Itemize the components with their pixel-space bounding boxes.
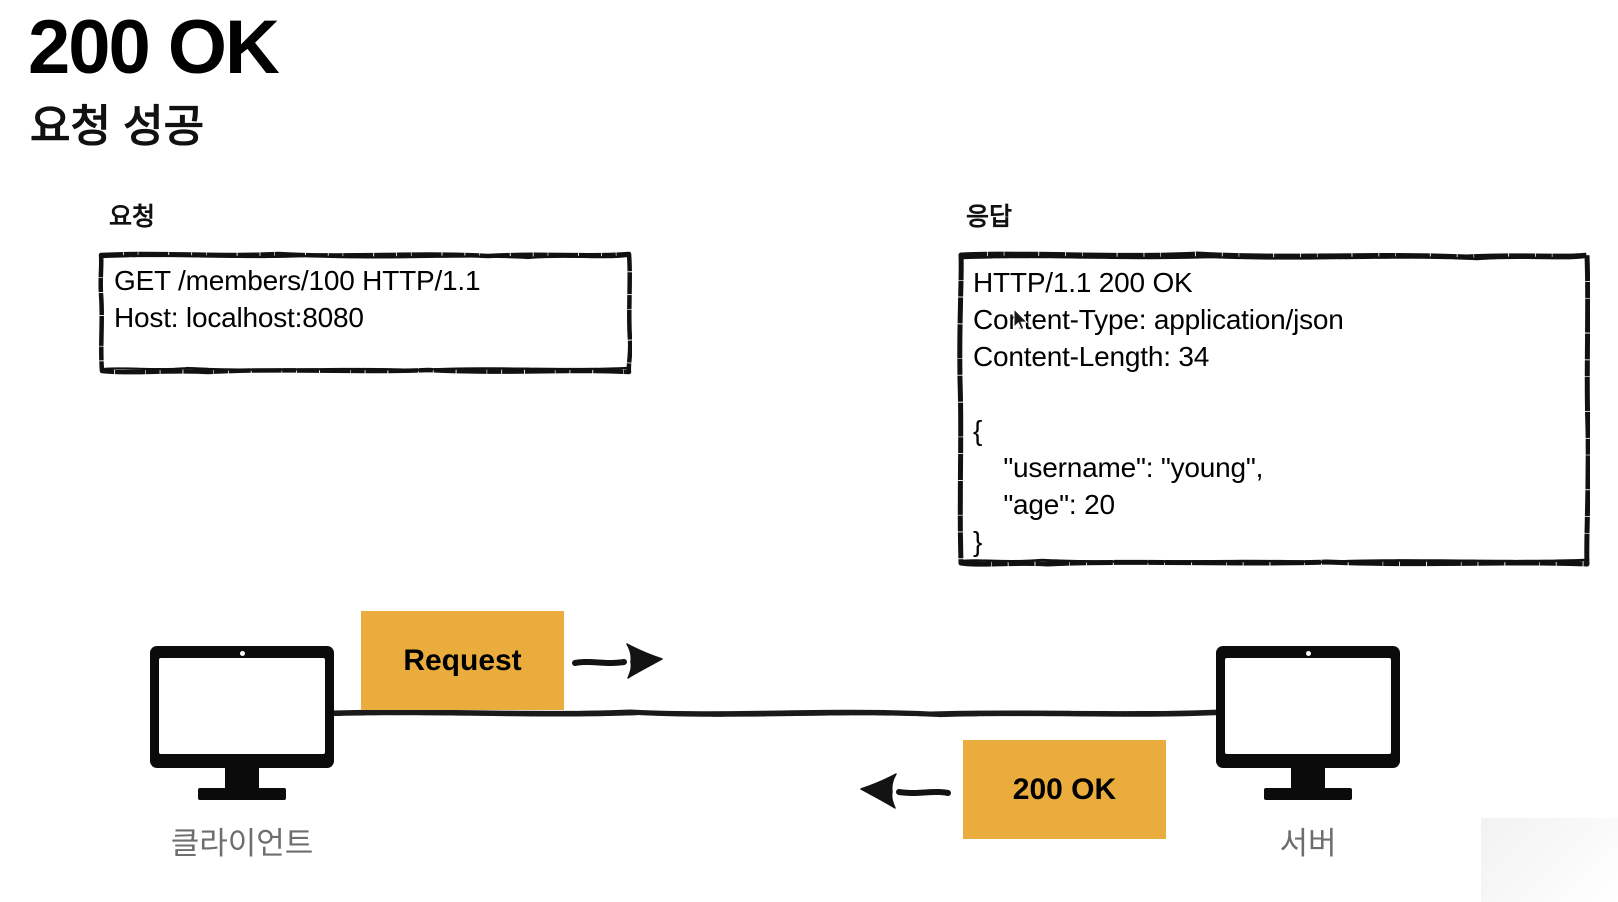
- server-label: 서버: [1279, 826, 1337, 861]
- monitor-screen: [1225, 658, 1391, 754]
- client-monitor-icon: [150, 646, 334, 800]
- page-subtitle: 요청 성공: [30, 102, 205, 151]
- connection-line: [330, 709, 1220, 718]
- server-monitor-icon: [1216, 646, 1400, 800]
- monitor-neck: [225, 768, 259, 790]
- monitor-neck: [1291, 768, 1325, 790]
- arrow-right-icon: [572, 643, 663, 679]
- corner-overlay-artifact: [1481, 818, 1618, 902]
- page-title: 200 OK: [28, 5, 280, 90]
- request-tag-label: Request: [403, 643, 522, 677]
- monitor-screen: [159, 658, 325, 754]
- response-message-box: HTTP/1.1 200 OK Content-Type: applicatio…: [957, 250, 1590, 568]
- response-tag: 200 OK: [963, 740, 1166, 839]
- request-message-text: GET /members/100 HTTP/1.1 Host: localhos…: [114, 265, 481, 333]
- response-caption: 응답: [966, 203, 1013, 231]
- client-label: 클라이언트: [170, 826, 314, 861]
- monitor-foot: [198, 788, 286, 800]
- arrow-left-icon: [860, 773, 951, 809]
- request-tag: Request: [361, 611, 564, 710]
- response-tag-label: 200 OK: [1012, 772, 1117, 806]
- request-caption: 요청: [109, 203, 156, 231]
- response-message-text: HTTP/1.1 200 OK Content-Type: applicatio…: [973, 267, 1344, 557]
- monitor-camera-dot: [239, 651, 245, 656]
- monitor-foot: [1264, 788, 1352, 800]
- mouse-cursor-icon: [1013, 308, 1029, 331]
- request-message-box: GET /members/100 HTTP/1.1 Host: localhos…: [98, 250, 632, 375]
- monitor-camera-dot: [1305, 651, 1311, 656]
